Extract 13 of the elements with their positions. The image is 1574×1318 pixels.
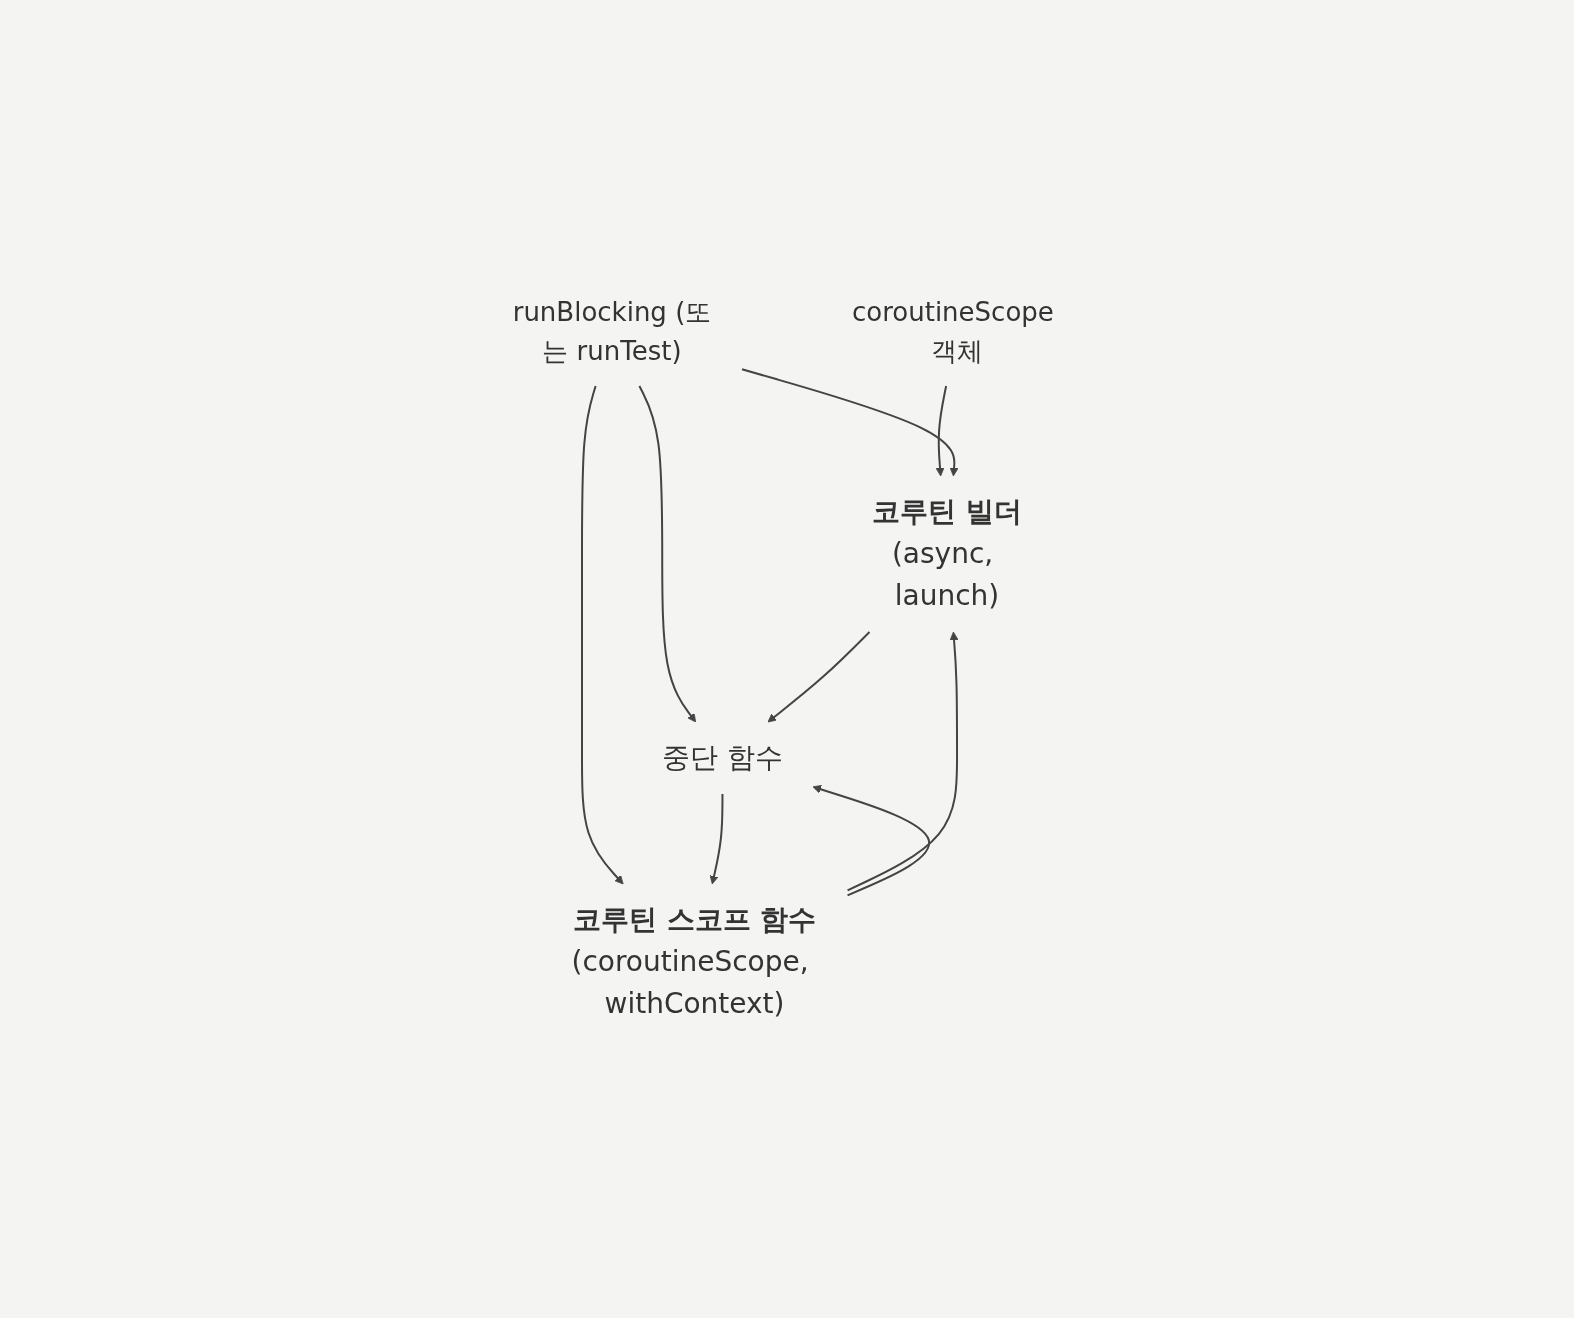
node-text: runBlocking (또는 runTest) [512,297,712,366]
arrow [935,385,948,477]
arrow [709,793,724,885]
node-text: coroutineScope 객체 [851,297,1054,366]
node-text: 코루틴 빌더 (async, launch) [872,495,1022,612]
node-text: 중단 함수 [661,741,783,774]
arrow [812,785,930,897]
arrow [767,631,871,723]
arrow [740,368,959,477]
arrow [846,631,959,892]
arrow [580,385,624,885]
arrow [638,385,697,723]
node-text: 코루틴 스코프 함수 (coroutineScope, withContext) [571,903,817,1020]
